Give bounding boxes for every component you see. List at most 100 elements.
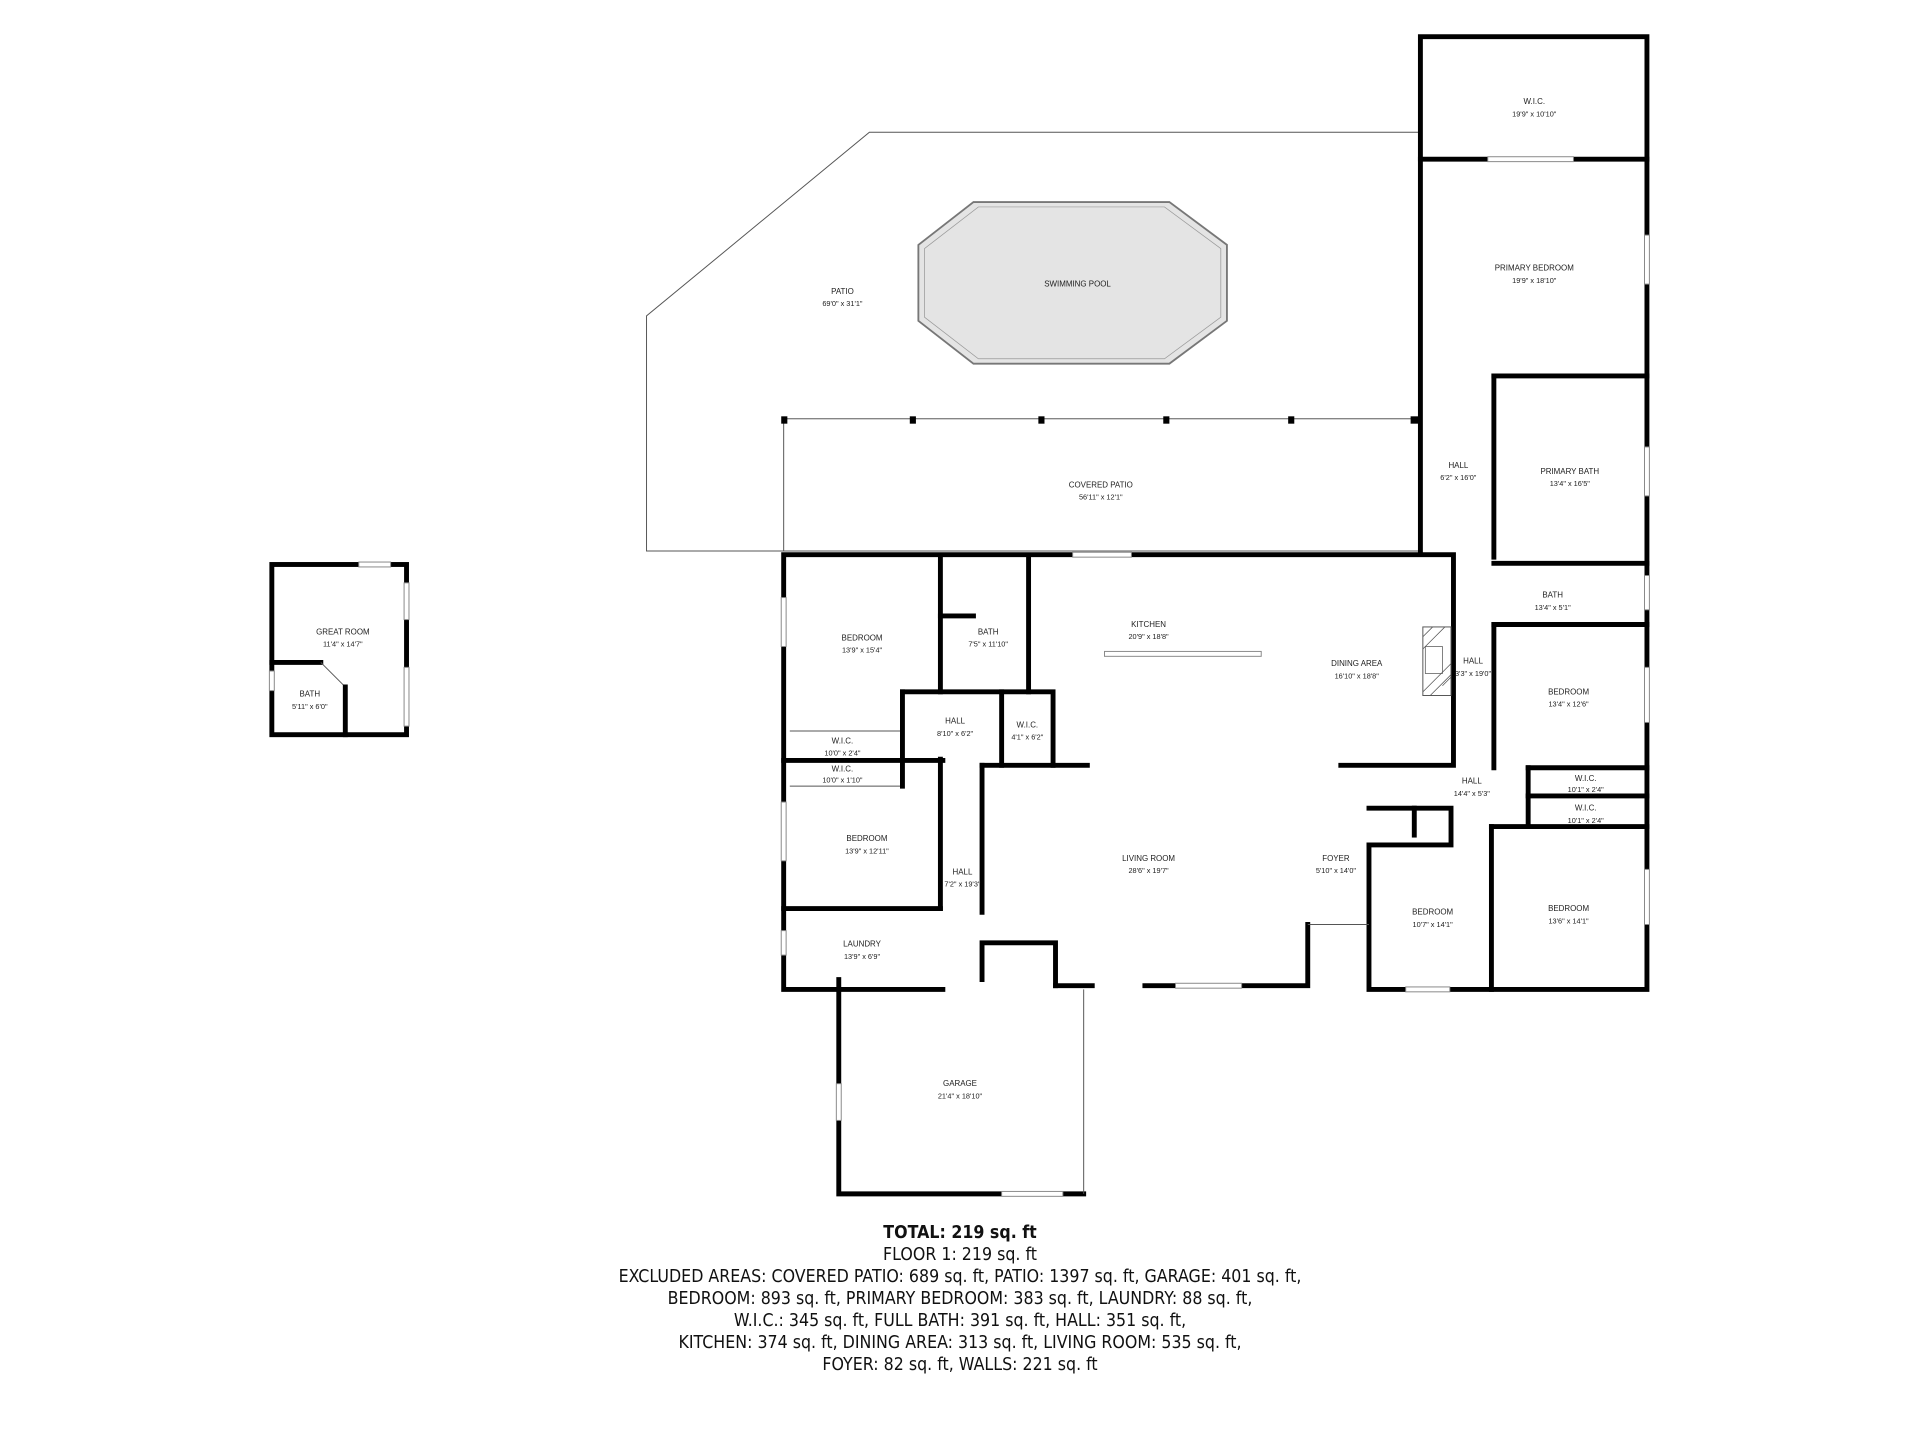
room-label-bedroom-right-upper: BEDROOM 13'4" x 12'6" xyxy=(1548,687,1589,708)
svg-text:10'1" x 2'4": 10'1" x 2'4" xyxy=(1568,816,1605,825)
great-room-structure xyxy=(268,561,410,738)
svg-text:HALL: HALL xyxy=(1462,777,1482,786)
room-label-laundry: LAUNDRY 13'9" x 6'9" xyxy=(843,940,881,961)
svg-text:10'0" x 1'10": 10'0" x 1'10" xyxy=(822,775,863,784)
svg-text:W.I.C.: W.I.C. xyxy=(1575,774,1597,783)
svg-text:GARAGE: GARAGE xyxy=(943,1079,977,1088)
summary-line: FOYER: 82 sq. ft, WALLS: 221 sq. ft xyxy=(822,1354,1098,1375)
svg-text:HALL: HALL xyxy=(945,717,965,726)
room-label-great-room: GREAT ROOM 11'4" x 14'7" xyxy=(316,627,370,648)
room-label-primary-bedroom: PRIMARY BEDROOM 19'9" x 18'10" xyxy=(1495,264,1574,285)
svg-text:W.I.C.: W.I.C. xyxy=(832,764,854,773)
svg-text:13'9" x 15'4": 13'9" x 15'4" xyxy=(842,646,883,655)
svg-text:GREAT ROOM: GREAT ROOM xyxy=(316,627,370,636)
svg-text:BEDROOM: BEDROOM xyxy=(1548,687,1589,696)
svg-text:BEDROOM: BEDROOM xyxy=(1548,904,1589,913)
room-labels: GREAT ROOM 11'4" x 14'7" BATH 5'11" x 6'0"… xyxy=(292,97,1604,1100)
svg-text:BEDROOM: BEDROOM xyxy=(842,633,883,642)
svg-text:13'9" x 6'9": 13'9" x 6'9" xyxy=(844,952,881,961)
room-label-hall-primary: HALL 6'2" x 16'0" xyxy=(1440,461,1477,482)
svg-text:19'9" x 18'10": 19'9" x 18'10" xyxy=(1512,276,1557,285)
svg-text:HALL: HALL xyxy=(953,867,973,876)
svg-text:13'4" x 5'1": 13'4" x 5'1" xyxy=(1535,603,1572,612)
room-label-garage: GARAGE 21'4" x 18'10" xyxy=(938,1079,983,1100)
svg-text:13'4" x 12'6": 13'4" x 12'6" xyxy=(1548,700,1589,709)
svg-text:BATH: BATH xyxy=(1542,591,1563,600)
floor-area: FLOOR 1: 219 sq. ft xyxy=(883,1244,1037,1265)
room-label-patio: PATIO 69'0" x 31'1" xyxy=(822,287,863,308)
svg-text:KITCHEN: KITCHEN xyxy=(1131,620,1166,629)
svg-text:3'3" x 19'0": 3'3" x 19'0" xyxy=(1455,669,1492,678)
garage-walls xyxy=(835,977,1087,1197)
summary-line: W.I.C.: 345 sq. ft, FULL BATH: 391 sq. f… xyxy=(733,1310,1187,1331)
svg-text:10'7" x 14'1": 10'7" x 14'1" xyxy=(1413,920,1454,929)
svg-text:PRIMARY BEDROOM: PRIMARY BEDROOM xyxy=(1495,264,1574,273)
svg-text:21'4" x 18'10": 21'4" x 18'10" xyxy=(938,1091,983,1100)
svg-text:19'9" x 10'10": 19'9" x 10'10" xyxy=(1512,109,1557,118)
svg-text:13'9" x 12'11": 13'9" x 12'11" xyxy=(845,846,889,855)
svg-text:W.I.C.: W.I.C. xyxy=(1575,804,1597,813)
room-label-hall-left: HALL 8'10" x 6'2" xyxy=(937,717,974,738)
svg-text:W.I.C.: W.I.C. xyxy=(1017,720,1039,729)
room-label-hall-right: HALL 3'3" x 19'0" xyxy=(1455,657,1492,678)
svg-text:PATIO: PATIO xyxy=(831,287,854,296)
right-wing-walls xyxy=(1366,34,1650,993)
summary-line: EXCLUDED AREAS: COVERED PATIO: 689 sq. f… xyxy=(618,1266,1302,1287)
room-label-wic-top: W.I.C. 19'9" x 10'10" xyxy=(1512,97,1557,118)
room-label-kitchen: KITCHEN 20'9" x 18'8" xyxy=(1128,620,1169,641)
svg-text:BATH: BATH xyxy=(299,690,320,699)
svg-text:4'1" x 6'2": 4'1" x 6'2" xyxy=(1011,733,1043,742)
svg-text:5'11" x 6'0": 5'11" x 6'0" xyxy=(292,702,328,711)
svg-text:BATH: BATH xyxy=(978,627,999,636)
room-label-wic-left-2: W.I.C. 10'0" x 1'10" xyxy=(822,764,863,784)
room-label-bedroom-left-lower: BEDROOM 13'9" x 12'11" xyxy=(845,834,889,855)
svg-text:8'10" x 6'2": 8'10" x 6'2" xyxy=(937,729,974,738)
area-summary: TOTAL: 219 sq. ft FLOOR 1: 219 sq. ft EX… xyxy=(115,1222,1805,1376)
room-label-bath-right: BATH 13'4" x 5'1" xyxy=(1535,591,1572,612)
svg-text:6'2" x 16'0": 6'2" x 16'0" xyxy=(1440,473,1477,482)
svg-text:HALL: HALL xyxy=(1448,461,1468,470)
room-label-wic-left-small: W.I.C. 4'1" x 6'2" xyxy=(1011,720,1043,741)
svg-text:14'4" x 5'3": 14'4" x 5'3" xyxy=(1454,789,1491,798)
svg-text:13'6" x 14'1": 13'6" x 14'1" xyxy=(1548,916,1589,925)
svg-text:BEDROOM: BEDROOM xyxy=(1412,908,1453,917)
room-label-great-bath: BATH 5'11" x 6'0" xyxy=(292,690,328,711)
svg-text:10'1" x 2'4": 10'1" x 2'4" xyxy=(1568,785,1605,794)
room-label-dining-area: DINING AREA 16'10" x 18'8" xyxy=(1331,659,1383,680)
svg-text:7'2" x 19'3": 7'2" x 19'3" xyxy=(944,880,981,889)
svg-text:DINING AREA: DINING AREA xyxy=(1331,659,1383,668)
svg-text:13'4" x 16'5": 13'4" x 16'5" xyxy=(1550,479,1591,488)
room-label-wic-right-2: W.I.C. 10'1" x 2'4" xyxy=(1568,804,1605,825)
room-label-wic-right-1: W.I.C. 10'1" x 2'4" xyxy=(1568,774,1605,794)
svg-text:PRIMARY BATH: PRIMARY BATH xyxy=(1540,467,1599,476)
room-label-pool: SWIMMING POOL xyxy=(1044,280,1111,289)
room-label-bedroom-mid-lower: BEDROOM 10'7" x 14'1" xyxy=(1412,908,1453,929)
svg-text:LIVING ROOM: LIVING ROOM xyxy=(1122,854,1175,863)
main-house-walls xyxy=(780,551,1456,992)
room-label-wic-left-1: W.I.C. 10'0" x 2'4" xyxy=(824,736,861,757)
total-area: TOTAL: 219 sq. ft xyxy=(883,1222,1037,1243)
svg-text:11'4" x 14'7": 11'4" x 14'7" xyxy=(323,640,363,649)
room-label-bedroom-left-upper: BEDROOM 13'9" x 15'4" xyxy=(842,633,883,654)
svg-text:10'0" x 2'4": 10'0" x 2'4" xyxy=(824,749,861,758)
room-label-bedroom-right-lower: BEDROOM 13'6" x 14'1" xyxy=(1548,904,1589,925)
room-label-living-room: LIVING ROOM 28'6" x 19'7" xyxy=(1122,854,1175,875)
svg-text:LAUNDRY: LAUNDRY xyxy=(843,940,881,949)
room-label-hall-left-vertical: HALL 7'2" x 19'3" xyxy=(944,867,981,888)
svg-text:BEDROOM: BEDROOM xyxy=(846,834,887,843)
svg-text:20'9" x 18'8": 20'9" x 18'8" xyxy=(1128,632,1169,641)
swimming-pool xyxy=(917,201,1228,365)
svg-text:28'6" x 19'7": 28'6" x 19'7" xyxy=(1128,866,1169,875)
svg-text:16'10" x 18'8": 16'10" x 18'8" xyxy=(1335,671,1380,680)
svg-text:69'0" x 31'1": 69'0" x 31'1" xyxy=(822,299,863,308)
svg-text:W.I.C.: W.I.C. xyxy=(832,736,854,745)
svg-text:5'10" x 14'0": 5'10" x 14'0" xyxy=(1316,866,1357,875)
svg-text:HALL: HALL xyxy=(1463,657,1483,666)
summary-line: BEDROOM: 893 sq. ft, PRIMARY BEDROOM: 38… xyxy=(667,1288,1253,1309)
svg-text:COVERED PATIO: COVERED PATIO xyxy=(1069,480,1133,489)
svg-text:W.I.C.: W.I.C. xyxy=(1523,97,1545,106)
summary-line: KITCHEN: 374 sq. ft, DINING AREA: 313 sq… xyxy=(678,1332,1242,1353)
